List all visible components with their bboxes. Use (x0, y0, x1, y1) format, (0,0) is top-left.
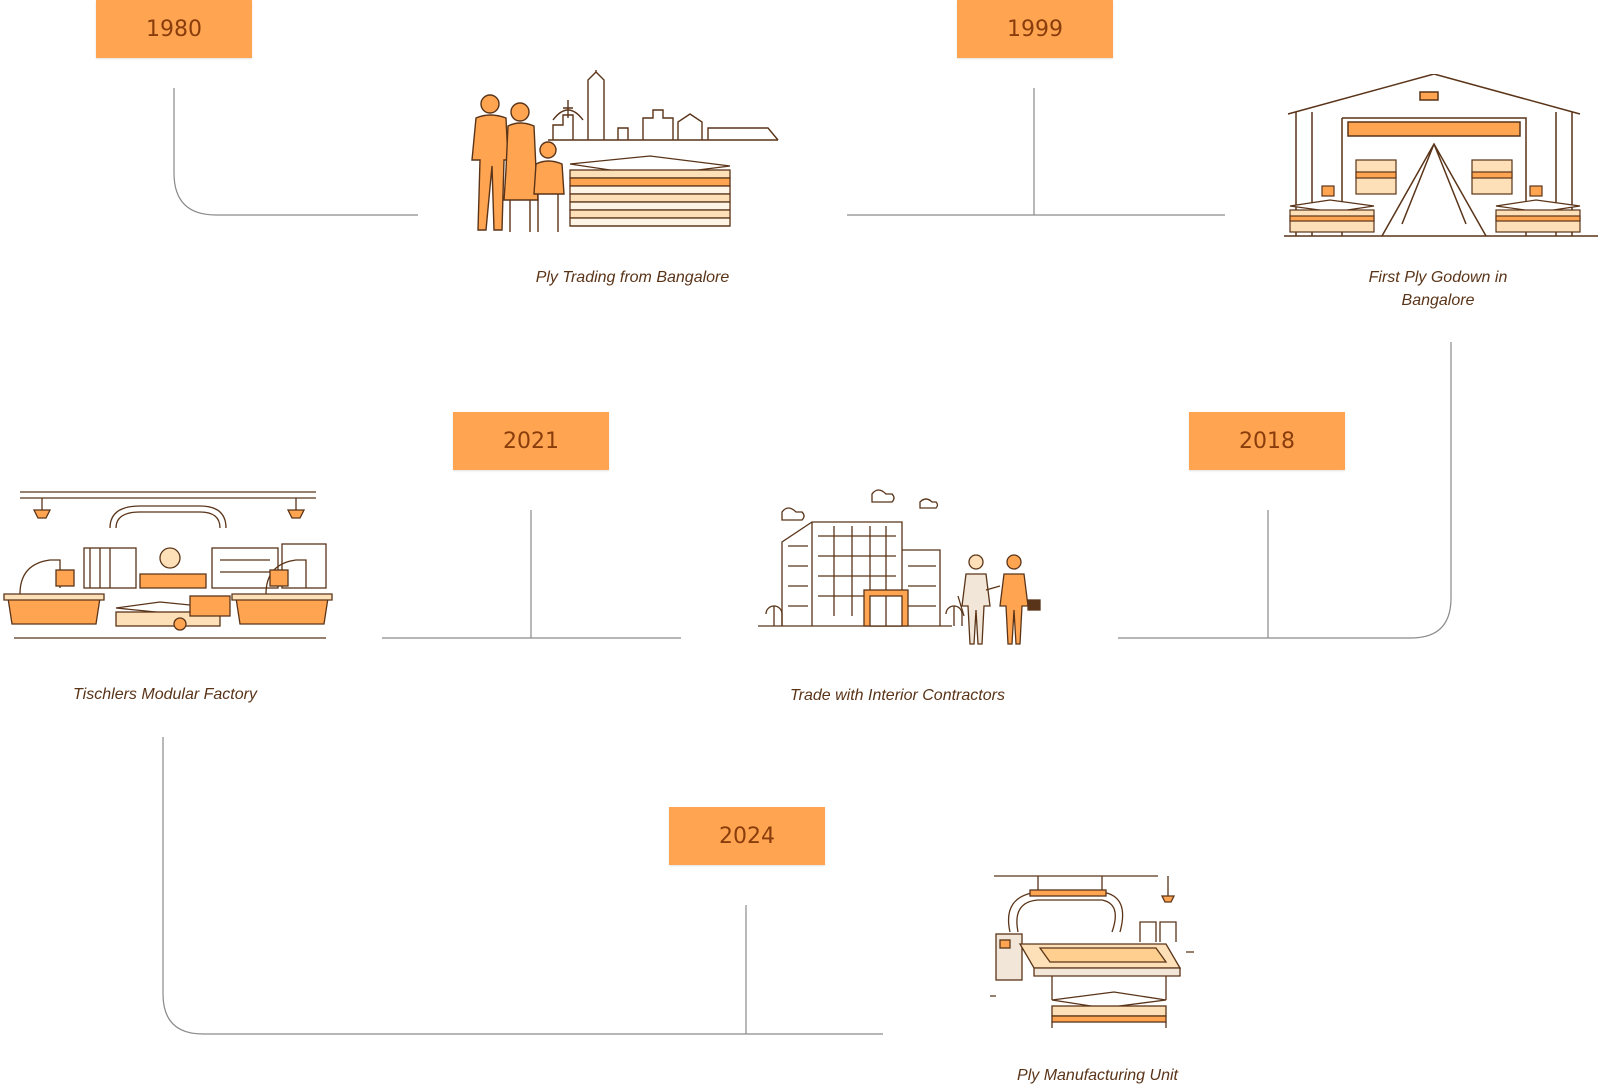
connector-2021-2024 (162, 737, 883, 1035)
year-badge-2024: 2024 (669, 807, 825, 865)
connector-2021 (382, 510, 681, 639)
caption-2018: Trade with Interior Contractors (790, 687, 1005, 704)
family-city-plywood-icon (468, 70, 798, 242)
connector-1980 (173, 88, 418, 216)
office-handshake-icon (752, 486, 1042, 650)
modular-factory-icon (0, 488, 334, 644)
connector-1999 (847, 88, 1225, 216)
caption-1980: Ply Trading from Bangalore (535, 269, 730, 286)
year-badge-1999: 1999 (957, 0, 1113, 58)
warehouse-icon (1282, 74, 1600, 246)
year-badge-2021: 2021 (453, 412, 609, 470)
year-badge-2018: 2018 (1189, 412, 1345, 470)
caption-1999: First Ply Godown in Bangalore (1368, 269, 1508, 309)
year-badge-1980: 1980 (96, 0, 252, 58)
caption-2021: Tischlers Modular Factory (73, 686, 257, 703)
connector-1999-2018 (1118, 342, 1452, 639)
cnc-machine-icon (990, 872, 1194, 1040)
caption-2024: Ply Manufacturing Unit (1017, 1067, 1178, 1084)
